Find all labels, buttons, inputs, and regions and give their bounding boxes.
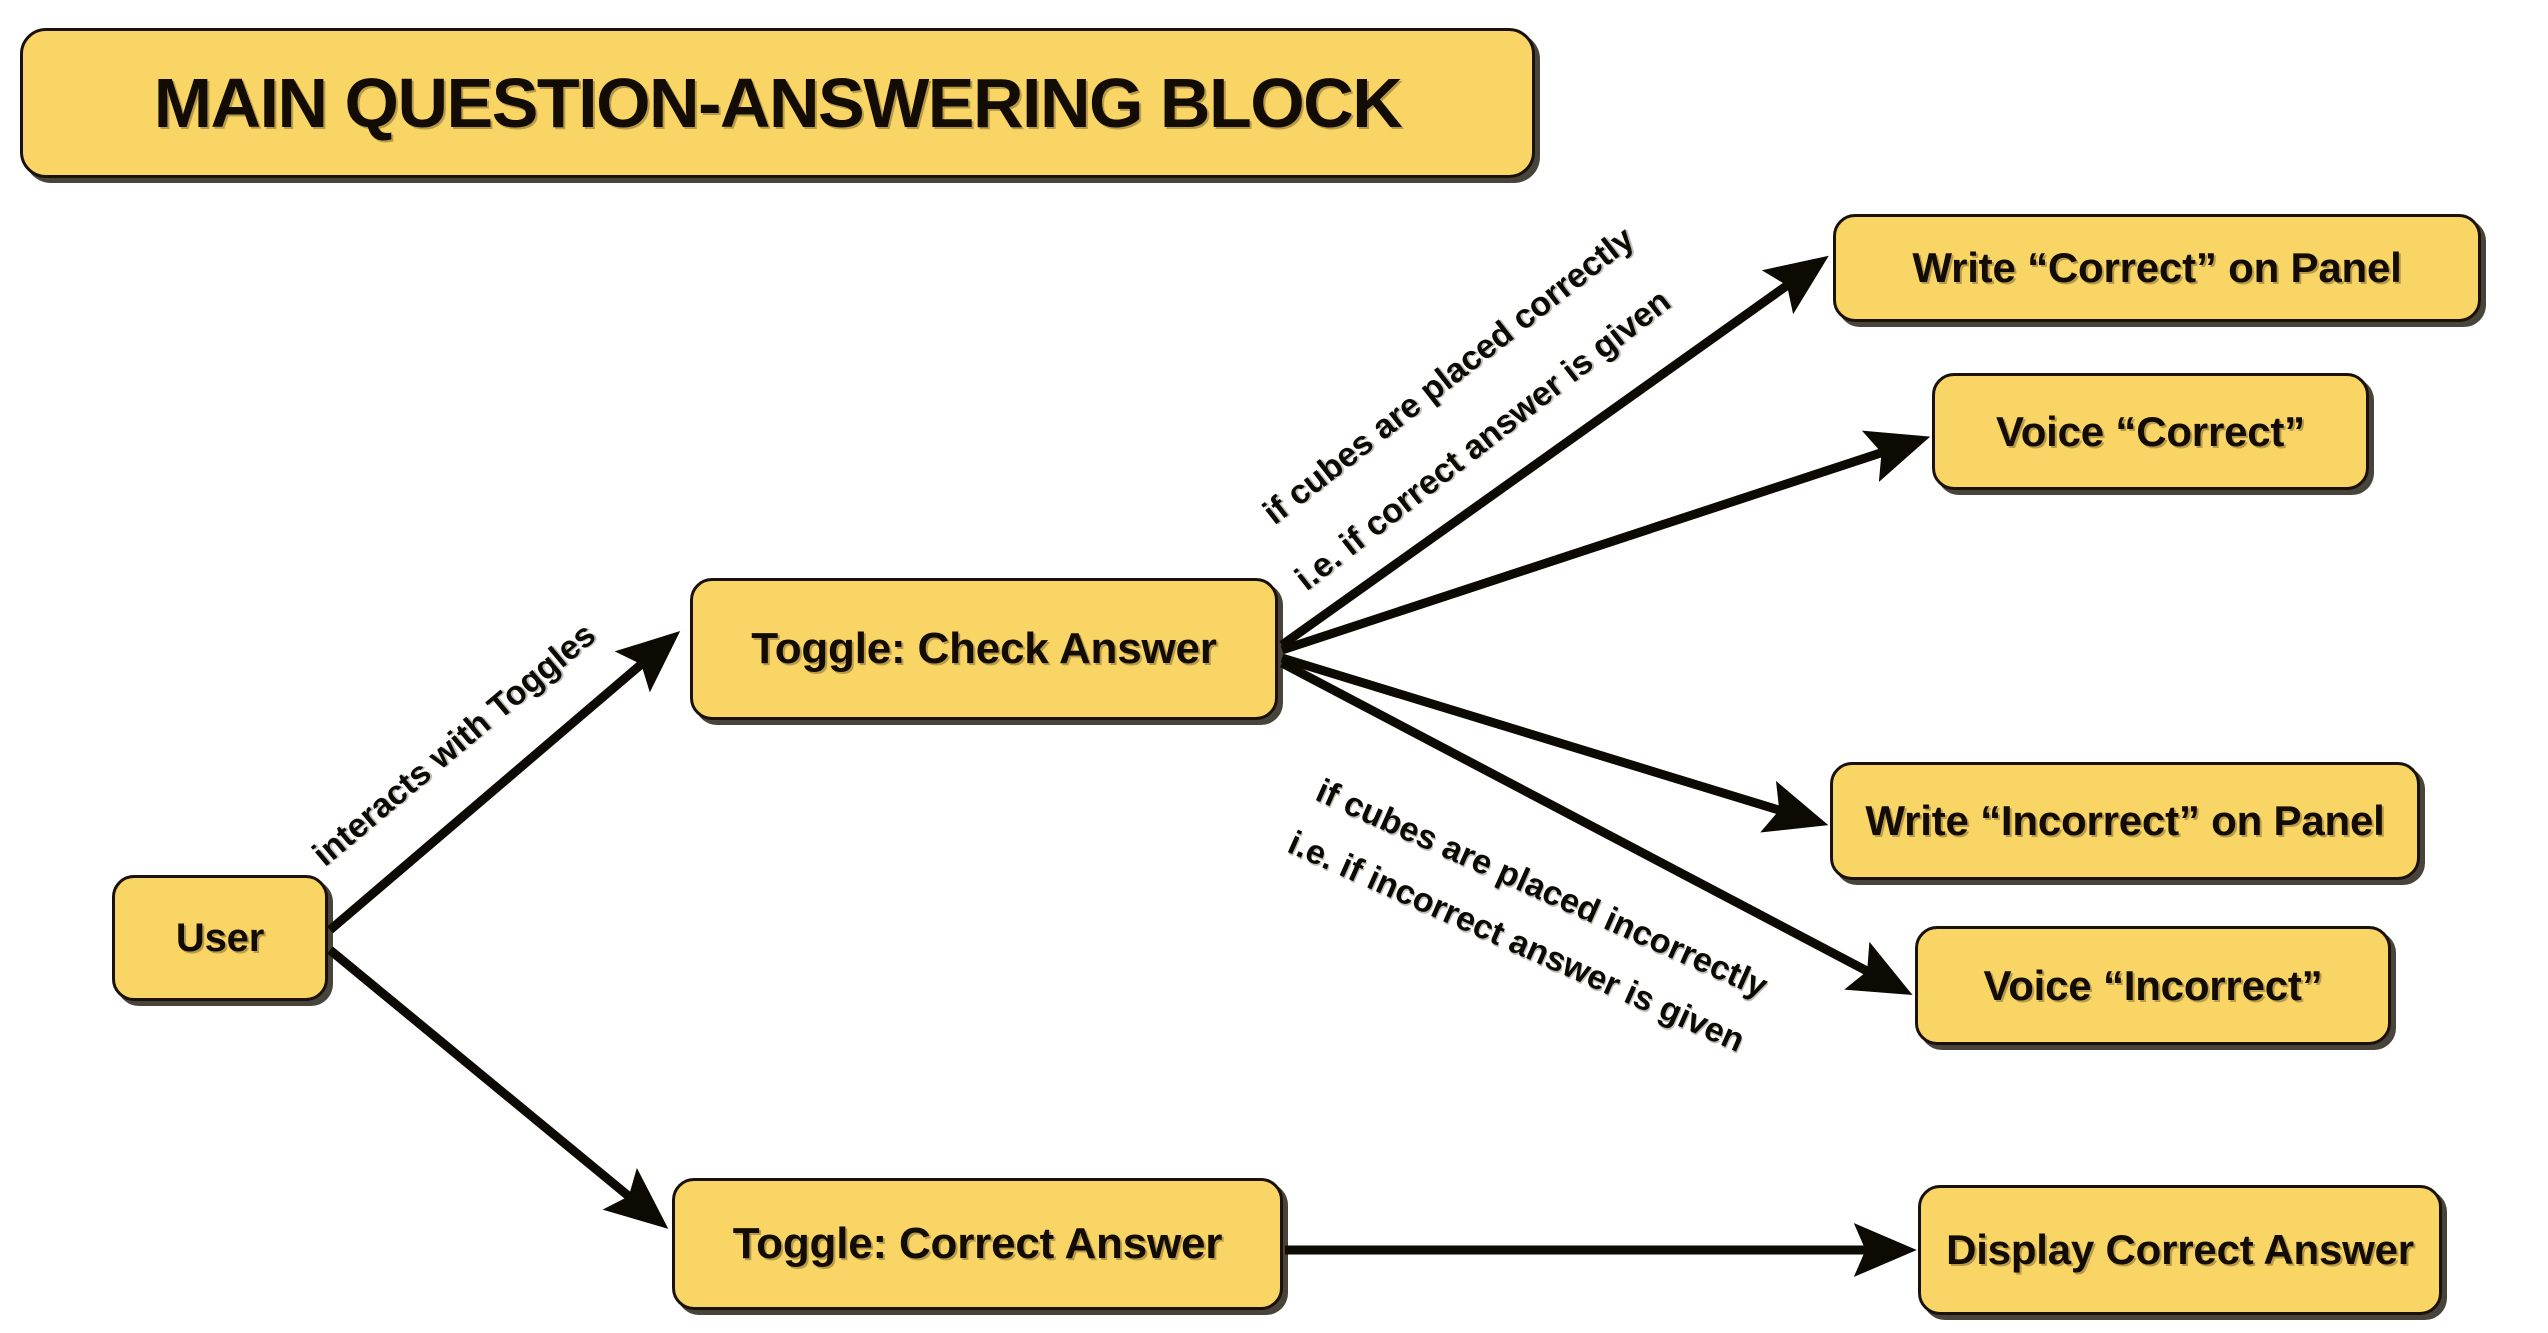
- edge-label-interacts-with-toggles: interacts with Toggles: [305, 615, 603, 874]
- edge-user-to-toggle-correct: [327, 946, 669, 1229]
- diagram-title-box: MAIN QUESTION-ANSWERING BLOCK: [20, 28, 1535, 178]
- node-write-incorrect-on-panel-label: Write “Incorrect” on Panel: [1865, 797, 2385, 844]
- node-write-correct-on-panel[interactable]: Write “Correct” on Panel: [1833, 214, 2481, 322]
- node-voice-correct[interactable]: Voice “Correct”: [1932, 373, 2369, 490]
- diagram-title: MAIN QUESTION-ANSWERING BLOCK: [153, 64, 1403, 142]
- node-voice-correct-label: Voice “Correct”: [1996, 407, 2305, 455]
- node-user[interactable]: User: [112, 875, 328, 1001]
- node-toggle-correct-answer-label: Toggle: Correct Answer: [732, 1219, 1223, 1268]
- node-write-incorrect-on-panel[interactable]: Write “Incorrect” on Panel: [1830, 762, 2420, 880]
- node-display-correct-answer[interactable]: Display Correct Answer: [1918, 1185, 2442, 1315]
- node-write-correct-on-panel-label: Write “Correct” on Panel: [1912, 244, 2402, 291]
- node-voice-incorrect[interactable]: Voice “Incorrect”: [1915, 926, 2391, 1045]
- node-user-label: User: [175, 915, 265, 960]
- node-toggle-correct-answer[interactable]: Toggle: Correct Answer: [672, 1178, 1283, 1310]
- node-display-correct-answer-label: Display Correct Answer: [1946, 1226, 2414, 1273]
- node-voice-incorrect-label: Voice “Incorrect”: [1983, 961, 2323, 1009]
- node-toggle-check-answer-label: Toggle: Check Answer: [751, 624, 1217, 673]
- node-toggle-check-answer[interactable]: Toggle: Check Answer: [690, 578, 1278, 720]
